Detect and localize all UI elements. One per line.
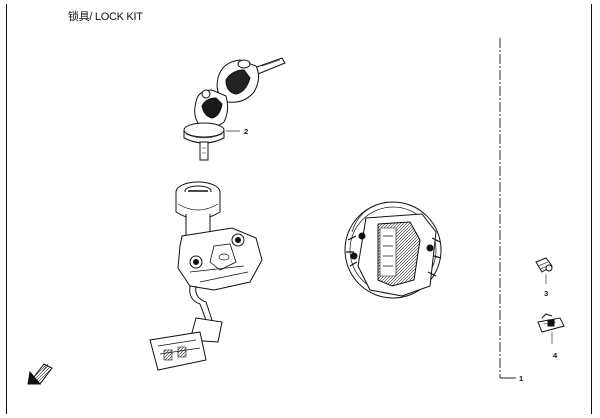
callout-1-label: 1 bbox=[519, 374, 523, 383]
callout-4-label: 4 bbox=[553, 351, 558, 360]
sheet-border-left bbox=[6, 4, 7, 414]
kit-bracket-line bbox=[499, 38, 516, 379]
screw-part-illustration bbox=[535, 257, 553, 284]
page-title: 锁具/ LOCK KIT bbox=[68, 11, 143, 23]
key-set-illustration bbox=[183, 57, 286, 161]
front-direction-arrow-icon bbox=[27, 363, 53, 385]
clip-part-illustration bbox=[537, 313, 565, 344]
callout-2-label: 2 bbox=[244, 127, 248, 136]
round-lock-cover bbox=[344, 201, 442, 299]
sheet-border-right bbox=[591, 4, 592, 414]
ignition-lock-assembly bbox=[149, 181, 263, 371]
callout-3-label: 3 bbox=[544, 289, 548, 298]
